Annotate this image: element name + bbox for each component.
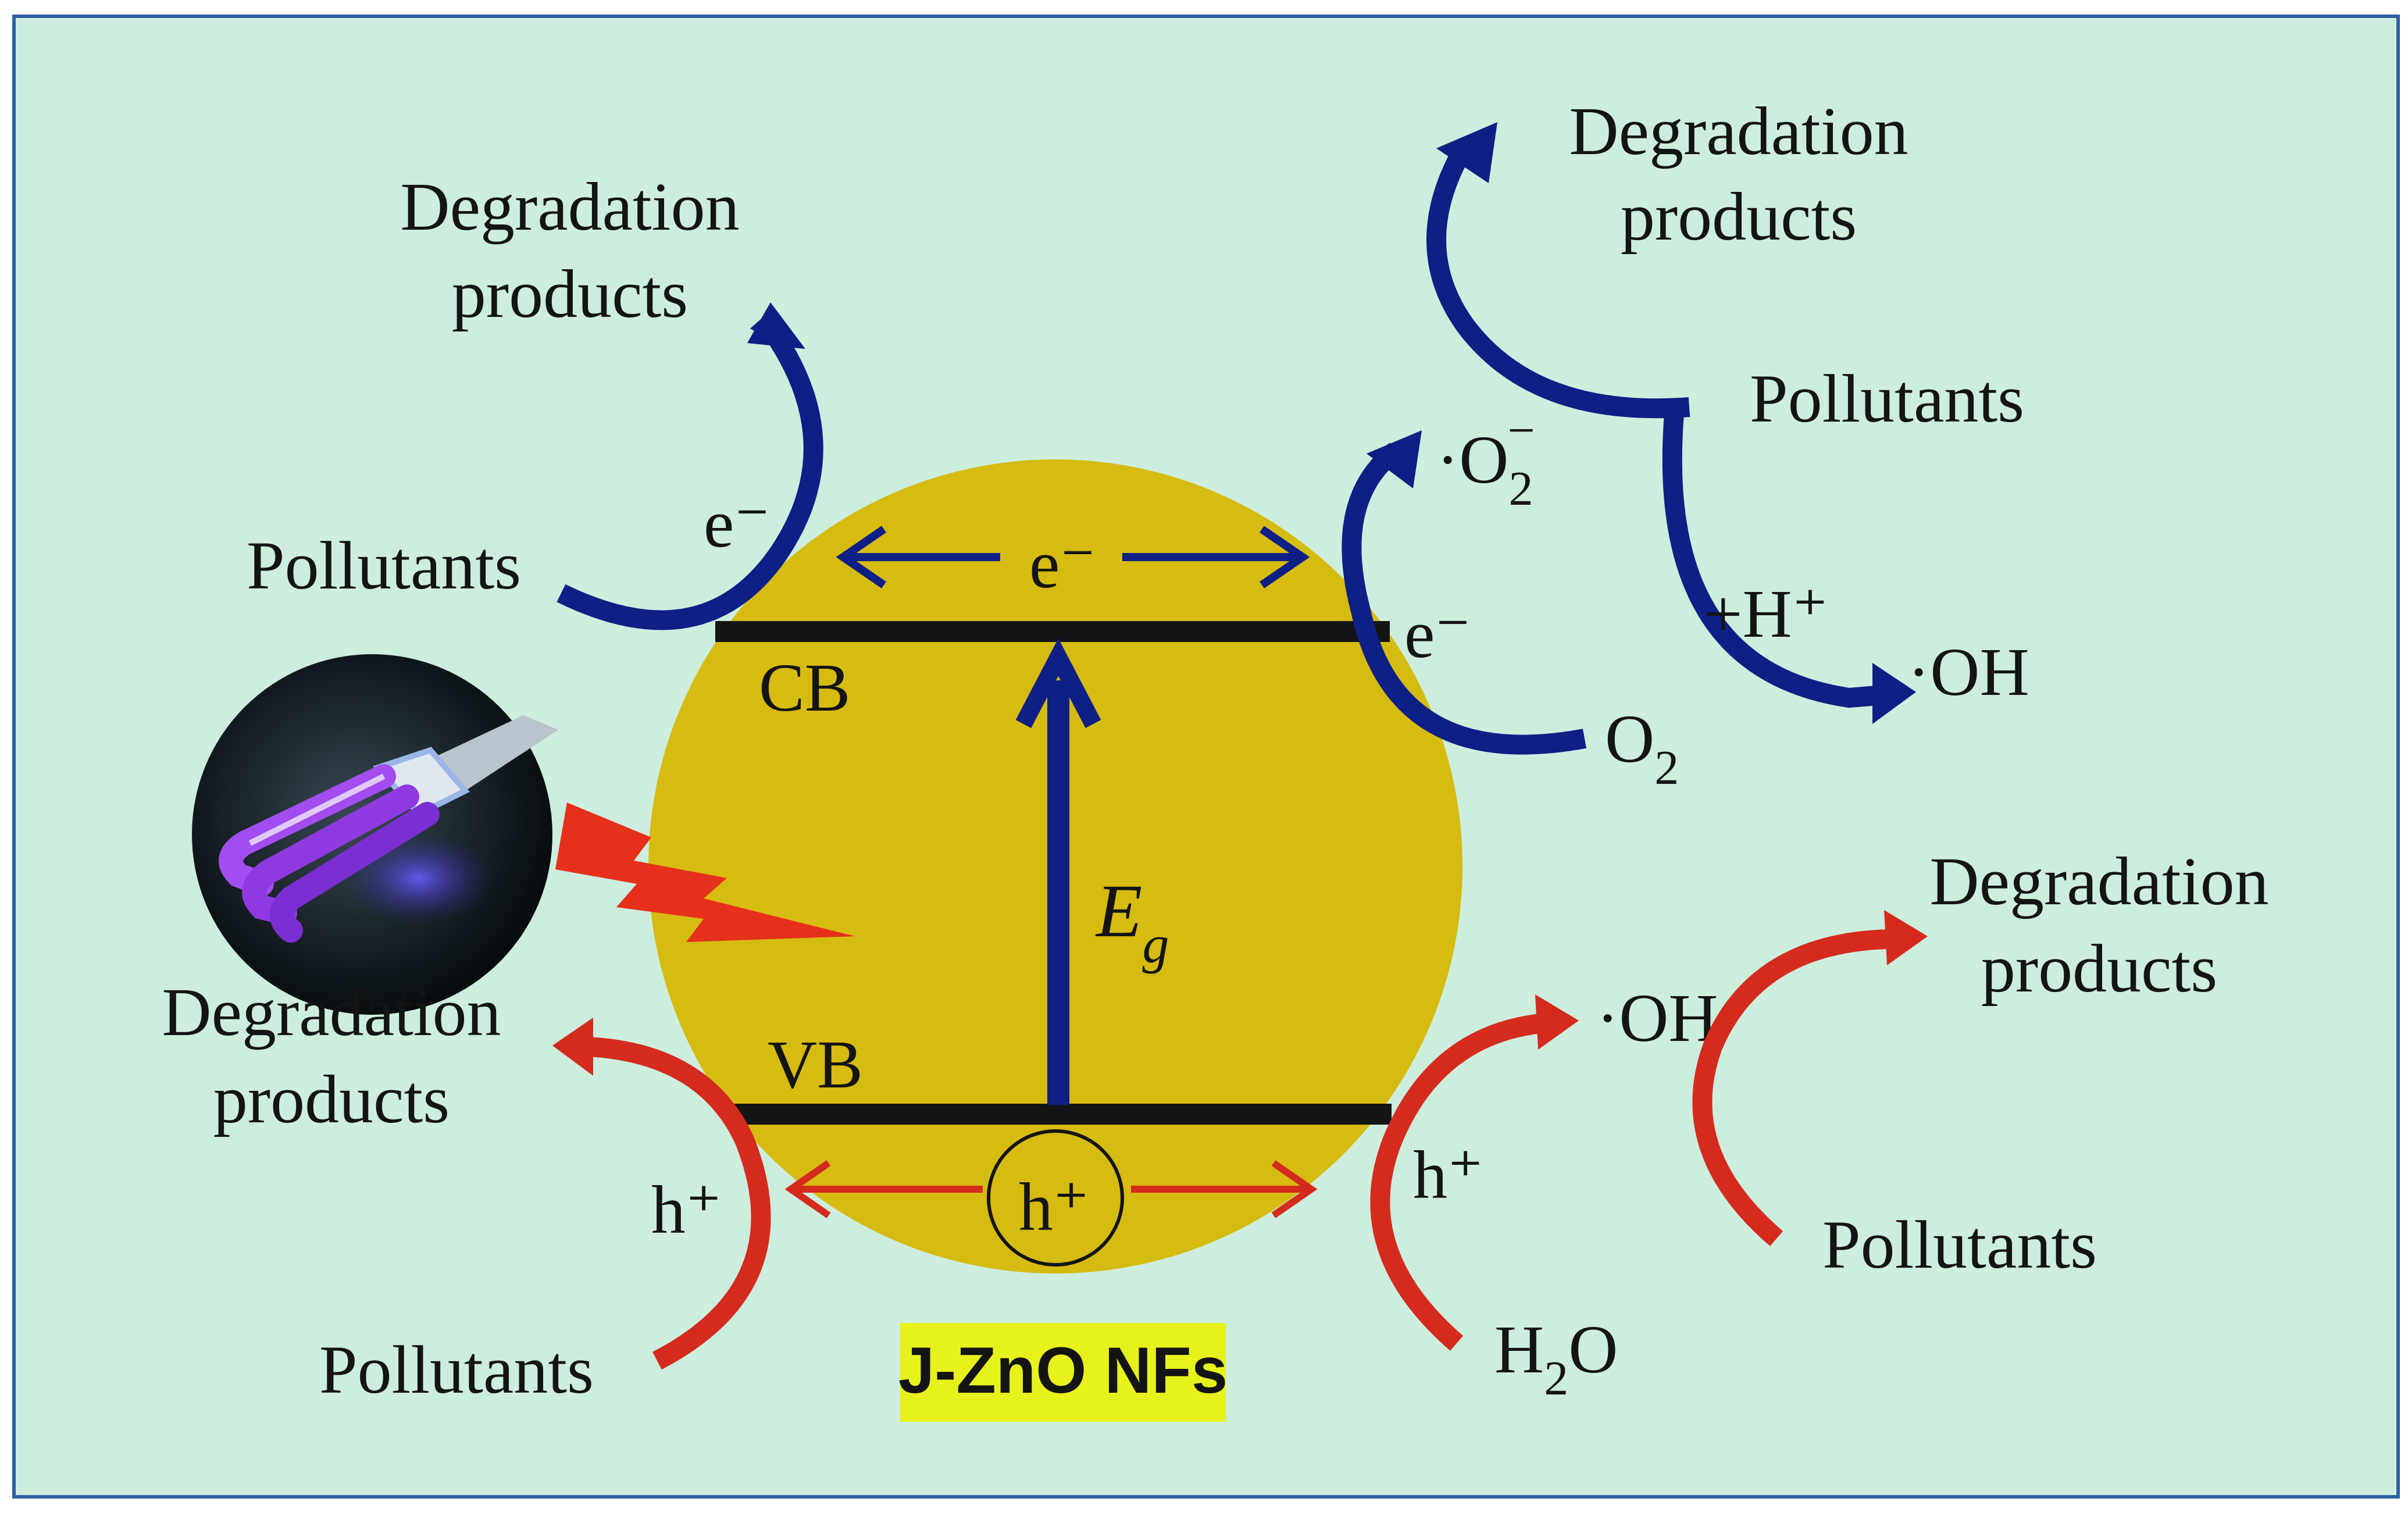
top-left-products-line1: Degradation (400, 169, 739, 245)
superoxide-superscript: − (1508, 404, 1535, 458)
electron-migration-arrow (836, 526, 1310, 588)
superoxide-subscript: 2 (1509, 462, 1533, 516)
conduction-band (715, 621, 1390, 642)
bottom-left-carrier: h⁺ (651, 1172, 722, 1248)
hole-migration-arrow (784, 1160, 1318, 1218)
superoxide-prefix: ·O (1436, 422, 1509, 498)
label-highlight (900, 1323, 1226, 1422)
o2-subscript: 2 (1654, 741, 1679, 795)
bottom-left-products-line1: Degradation (162, 974, 501, 1050)
water-o: O (1568, 1311, 1618, 1387)
top-right-hydroxyl: ·OH (1907, 634, 2029, 710)
particle-label: J-ZnO NFs (898, 1334, 1228, 1407)
bottom-right-hydroxyl: ·OH (1596, 980, 1718, 1056)
top-right-electron-curve (1342, 430, 1587, 755)
vb-label: VB (768, 1026, 863, 1103)
band-gap-label: Eg (1095, 869, 1169, 974)
band-gap-arrow (1015, 638, 1101, 1105)
valence-band (726, 1104, 1392, 1125)
bottom-right-products-line2: products (1981, 930, 2217, 1007)
bottom-right-pollutants: Pollutants (1822, 1207, 2097, 1283)
bottom-right-carrier: h⁺ (1413, 1137, 1483, 1213)
top-left-pollutants: Pollutants (247, 527, 521, 604)
top-left-products-line2: products (452, 256, 688, 332)
top-left-carrier: e⁻ (704, 486, 770, 562)
top-right-carrier: e⁻ (1404, 596, 1471, 672)
water-subscript: 2 (1544, 1351, 1568, 1406)
uv-lamp-icon (192, 654, 558, 1015)
bottom-right-products-line1: Degradation (1929, 843, 2268, 919)
water-h: H (1494, 1311, 1544, 1387)
bottom-right-water: H2O (1494, 1311, 1618, 1406)
top-left-electron-curve (556, 302, 823, 630)
top-right-degradation-curve (1426, 122, 1690, 419)
top-right-pollutants: Pollutants (1750, 361, 2024, 437)
top-right-products-line2: products (1621, 179, 1857, 255)
top-right-products-line1: Degradation (1569, 93, 1908, 169)
top-right-hydroxyl-curve (1662, 406, 1916, 724)
bottom-left-hole-curve (552, 1018, 771, 1370)
vb-hole-label: h⁺ (1019, 1169, 1089, 1245)
band-gap-subscript: g (1142, 915, 1169, 974)
bottom-right-hole-curve (1370, 994, 1579, 1351)
hole-circle (987, 1129, 1124, 1267)
cb-label: CB (759, 650, 850, 726)
bottom-left-pollutants: Pollutants (319, 1332, 594, 1408)
bottom-right-degradation-curve (1692, 910, 1928, 1246)
top-right-o2: O2 (1605, 701, 1679, 795)
o2-symbol: O (1605, 701, 1654, 777)
lightning-bolt-icon (555, 802, 855, 942)
bottom-left-products-line2: products (213, 1061, 450, 1137)
top-right-proton: +H⁺ (1704, 576, 1828, 652)
cb-electron-label: e⁻ (1029, 526, 1096, 602)
superoxide-label: ·O2− (1436, 404, 1535, 516)
band-gap-symbol: E (1095, 869, 1142, 953)
